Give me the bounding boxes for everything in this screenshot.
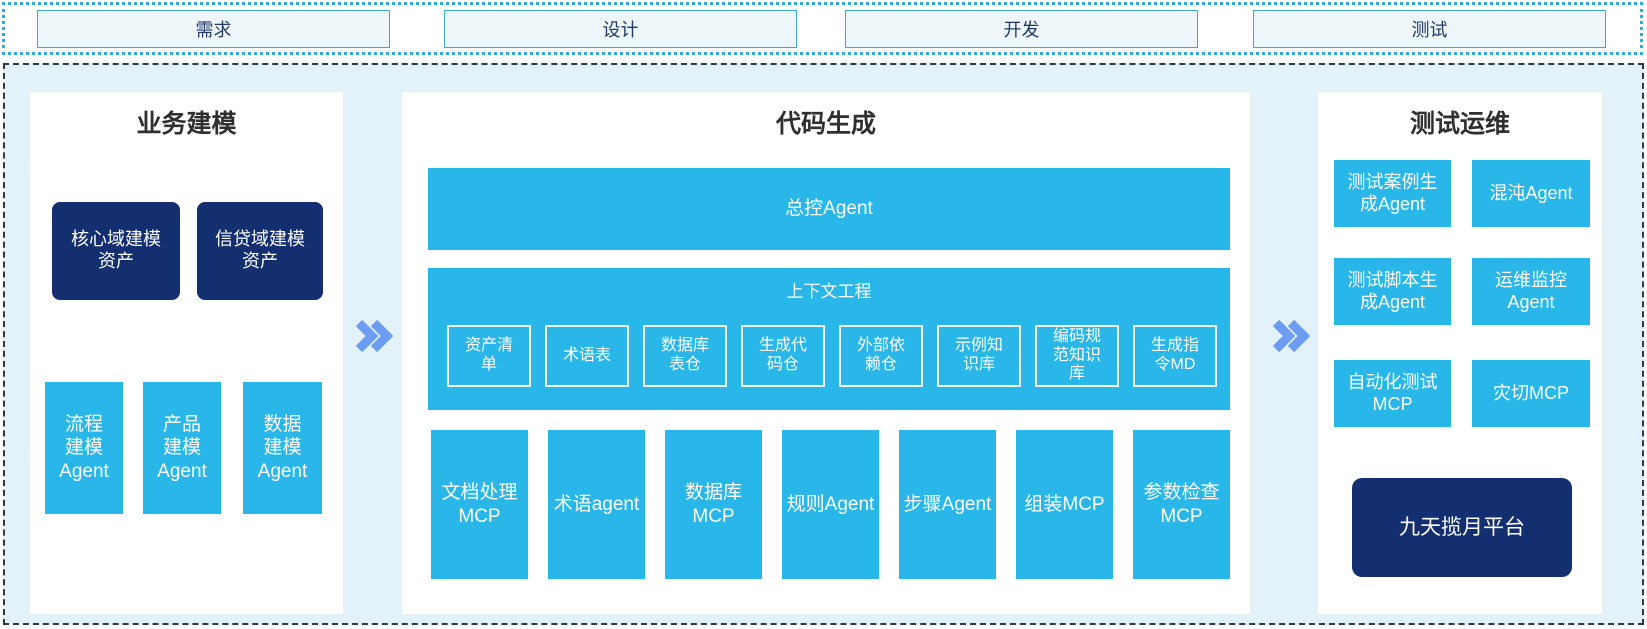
node-assembly-mcp: 组装MCP	[1016, 430, 1113, 579]
main-container: 业务建模 核心域建模 资产 信贷域建模 资产 流程 建模 Agent 产品 建模…	[3, 63, 1644, 625]
node-jiutian-lanyue-platform: 九天揽月平台	[1352, 478, 1572, 577]
phase-strip: 需求 设计 开发 测试	[2, 2, 1643, 55]
node-test-script-generation-agent: 测试脚本生 成Agent	[1334, 258, 1451, 325]
chevron-double-right-icon	[1272, 320, 1310, 352]
phase-box-design: 设计	[444, 10, 797, 48]
chevron-double-right-icon	[355, 320, 393, 352]
business-modeling-title: 业务建模	[136, 110, 237, 138]
executor-row: 文档处理 MCP 术语agent 数据库 MCP 规则Agent 步骤Agent…	[431, 430, 1230, 579]
context-engineering-box: 上下文工程 资产清 单 术语表 数据库 表仓 生成代 码仓 外部依 赖仓 示例知…	[428, 268, 1230, 410]
test-ops-title: 测试运维	[1409, 110, 1510, 138]
test-ops-panel: 测试运维 测试案例生 成Agent 混沌Agent 测试脚本生 成Agent 运…	[1318, 92, 1602, 614]
node-automated-testing-mcp: 自动化测试 MCP	[1334, 360, 1451, 427]
node-data-modeling-agent: 数据 建模 Agent	[243, 382, 322, 514]
node-step-agent: 步骤Agent	[899, 430, 996, 579]
node-document-processing-mcp: 文档处理 MCP	[431, 430, 528, 579]
node-external-deps-repo: 外部依 赖仓	[839, 325, 923, 387]
node-database-mcp: 数据库 MCP	[665, 430, 762, 579]
node-product-modeling-agent: 产品 建模 Agent	[143, 382, 221, 514]
business-modeling-panel: 业务建模 核心域建模 资产 信贷域建模 资产 流程 建模 Agent 产品 建模…	[30, 92, 343, 614]
code-generation-panel: 代码生成 总控Agent 上下文工程 资产清 单 术语表 数据库 表仓 生成代 …	[402, 92, 1250, 614]
node-parameter-check-mcp: 参数检查 MCP	[1133, 430, 1230, 579]
node-example-knowledge-base: 示例知 识库	[937, 325, 1021, 387]
node-database-table-repo: 数据库 表仓	[643, 325, 727, 387]
node-test-case-generation-agent: 测试案例生 成Agent	[1334, 160, 1451, 227]
phase-box-development: 开发	[845, 10, 1198, 48]
node-generation-instruction-md: 生成指 令MD	[1133, 325, 1217, 387]
code-generation-title: 代码生成	[775, 110, 876, 138]
node-glossary: 术语表	[545, 325, 629, 387]
context-items-row: 资产清 单 术语表 数据库 表仓 生成代 码仓 外部依 赖仓 示例知 识库 编码…	[447, 325, 1217, 387]
node-generated-code-repo: 生成代 码仓	[741, 325, 825, 387]
node-credit-domain-modeling-assets: 信贷域建模 资产	[197, 202, 323, 300]
node-glossary-agent: 术语agent	[548, 430, 645, 579]
node-core-domain-modeling-assets: 核心域建模 资产	[52, 202, 180, 300]
node-master-control-agent: 总控Agent	[428, 168, 1230, 250]
node-asset-inventory: 资产清 单	[447, 325, 531, 387]
node-coding-standards-kb: 编码规 范知识 库	[1035, 325, 1119, 387]
phase-box-requirements: 需求	[37, 10, 390, 48]
phase-box-testing: 测试	[1253, 10, 1606, 48]
node-disaster-switch-mcp: 灾切MCP	[1472, 360, 1590, 427]
node-process-modeling-agent: 流程 建模 Agent	[45, 382, 123, 514]
node-chaos-agent: 混沌Agent	[1472, 160, 1590, 227]
node-rule-agent: 规则Agent	[782, 430, 879, 579]
context-engineering-title: 上下文工程	[786, 282, 872, 301]
node-ops-monitoring-agent: 运维监控 Agent	[1472, 258, 1590, 325]
